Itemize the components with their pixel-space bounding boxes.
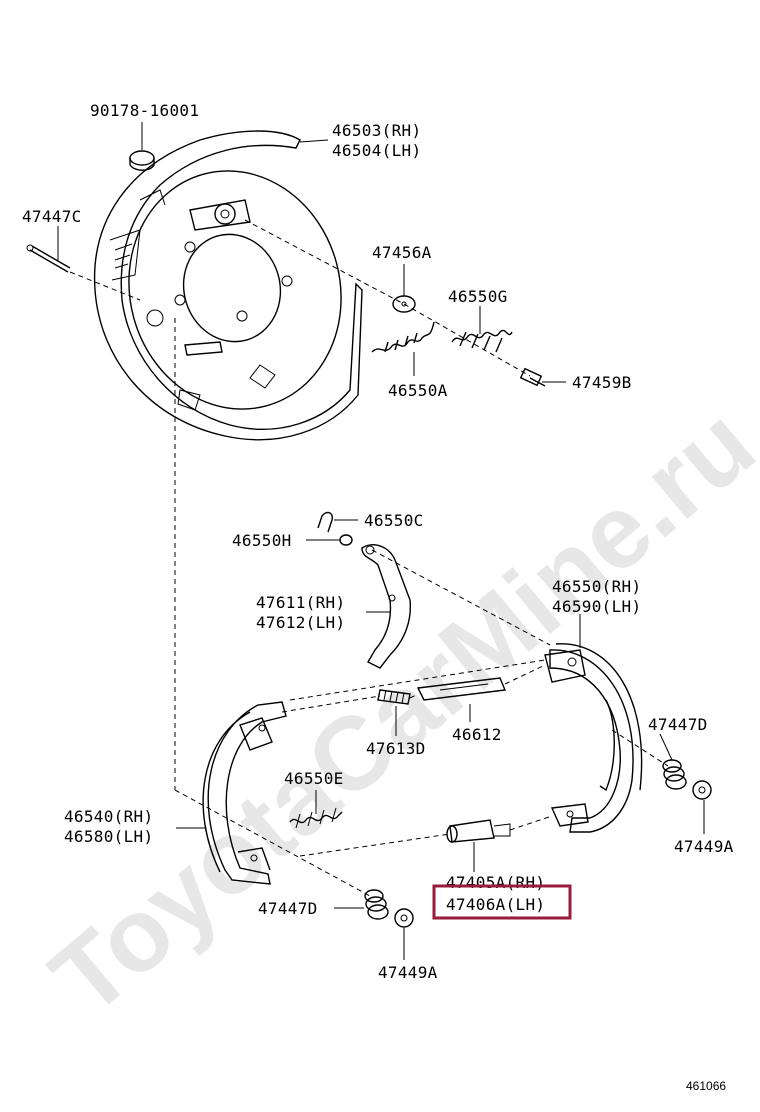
label-47447d-left[interactable]: 47447D [258,899,318,918]
adjuster-47405a [446,819,511,843]
highlight-box [432,884,572,920]
spring-47447d-right [662,759,687,790]
label-46550c[interactable]: 46550C [364,511,424,530]
strut-46612 [416,677,507,701]
label-47612-lh[interactable]: 47612(LH) [256,613,345,632]
washer-46550h [339,534,353,546]
label-46550a[interactable]: 46550A [388,381,448,400]
cup-47449a-left [394,908,414,928]
label-47449a-right[interactable]: 47449A [674,837,734,856]
label-47456a[interactable]: 47456A [372,243,432,262]
shoe-46540 [202,701,287,885]
label-47406a-lh[interactable]: 47406A(LH) [446,895,545,914]
label-46550h[interactable]: 46550H [232,531,292,550]
label-46503-rh[interactable]: 46503(RH) [332,121,421,140]
label-46612[interactable]: 46612 [452,725,502,744]
lever-47611 [361,544,412,669]
label-90178-16001[interactable]: 90178-16001 [90,101,199,120]
label-47611-rh[interactable]: 47611(RH) [256,593,345,612]
cup-47449a-right [692,780,712,800]
label-46590-lh[interactable]: 46590(LH) [552,597,641,616]
label-47405a-rh[interactable]: 47405A(RH) [446,873,545,892]
spring-47447d-left [364,889,389,920]
label-47449a-left[interactable]: 47449A [378,963,438,982]
label-47447d-right[interactable]: 47447D [648,715,708,734]
label-46550g[interactable]: 46550G [448,287,508,306]
label-46540-rh[interactable]: 46540(RH) [64,807,153,826]
pin-47447c [26,244,71,273]
backing-plate [93,130,363,441]
label-46550e[interactable]: 46550E [284,769,344,788]
diagram-ref: 461066 [686,1079,726,1093]
assembly-lines [69,219,669,897]
spring-46550a [371,321,435,353]
label-47447c[interactable]: 47447C [22,207,82,226]
spring-47613d [377,689,411,705]
nut-90178 [129,150,155,171]
label-47459b[interactable]: 47459B [572,373,632,392]
label-46504-lh[interactable]: 46504(LH) [332,141,421,160]
label-46550-rh[interactable]: 46550(RH) [552,577,641,596]
leader-lines [57,122,705,960]
spring-46550e [289,807,343,829]
label-46580-lh[interactable]: 46580(LH) [64,827,153,846]
spring-46550g [451,329,513,353]
label-47613d[interactable]: 47613D [366,739,426,758]
bolt-47459b [519,367,546,387]
watermark: ToyotaCarMine.ru [30,385,760,1037]
clip-46550c [317,511,334,533]
shoe-46550 [544,643,643,833]
